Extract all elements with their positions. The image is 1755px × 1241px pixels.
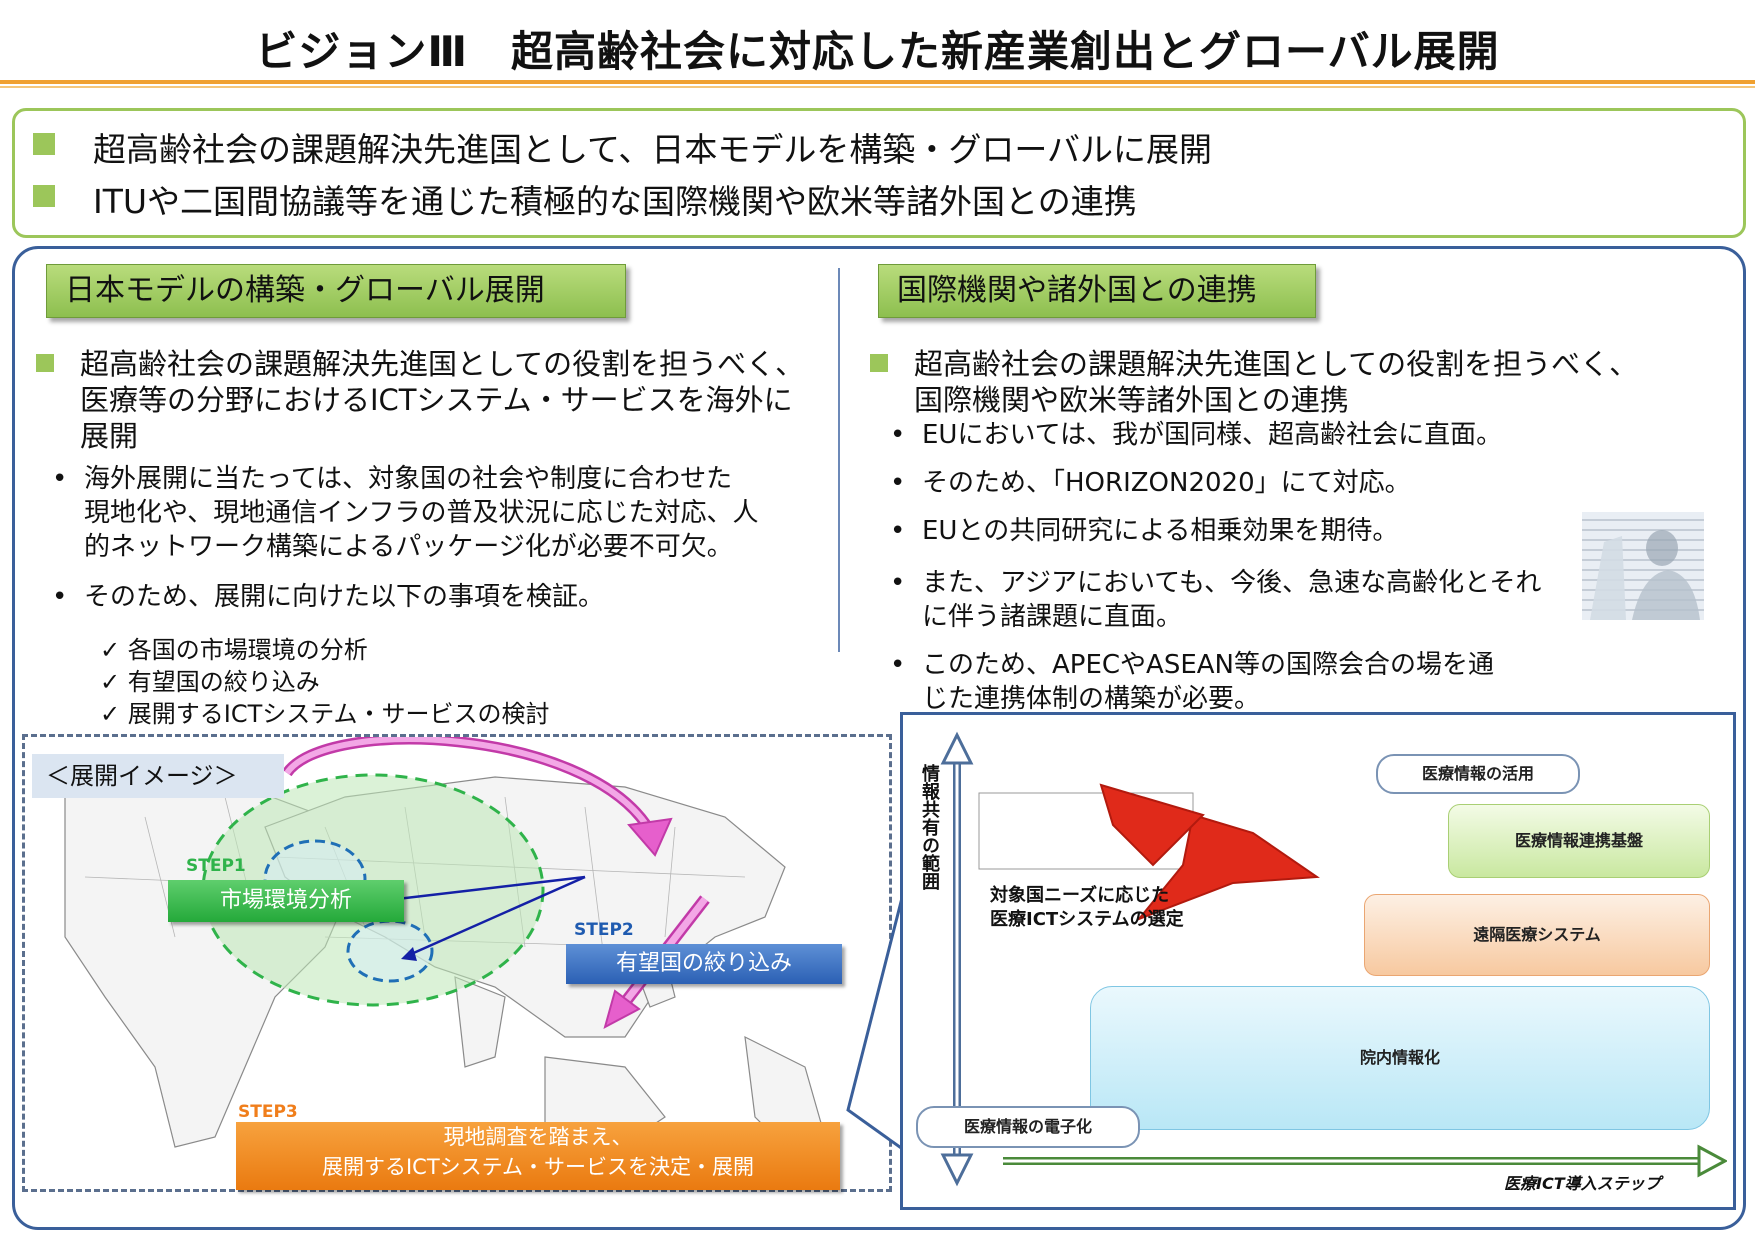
summary-text: 超高齢社会の課題解決先進国として、日本モデルを構築・グローバルに展開 [93, 130, 1213, 169]
text-line: 超高齢社会の課題解決先進国としての役割を担うべく、 [914, 347, 1639, 381]
left-sub-bullet-1: 海外展開に当たっては、対象国の社会や制度に合わせた 現地化や、現地通信インフラの… [52, 462, 759, 564]
check-item: ✓ 展開するICTシステム・サービスの検討 [100, 700, 550, 728]
step2-label: STEP2 [574, 920, 634, 940]
text-line: 展開 [80, 419, 139, 453]
text-line: EUとの共同研究による相乗効果を期待。 [922, 516, 1399, 546]
text-line: EUにおいては、我が国同様、超高齢社会に直面。 [922, 420, 1503, 450]
left-sub-bullet-2: そのため、展開に向けた以下の事項を検証。 [52, 580, 605, 614]
y-axis-label: 情報共有の範囲 [919, 764, 940, 890]
summary-item-2: ITUや二国間協議等を通じた積極的な国際機関や欧米等諸外国との連携 [33, 175, 1137, 223]
square-bullet-icon [36, 354, 54, 372]
right-main-bullet: 超高齢社会の課題解決先進国としての役割を担うべく、 国際機関や欧米等諸外国との連… [870, 346, 1639, 418]
text-line: 医療ICTシステムの選定 [990, 909, 1184, 930]
square-bullet-icon [33, 185, 55, 207]
arrow-caption: 対象国ニーズに応じた 医療ICTシステムの選定 [990, 884, 1184, 932]
hospital-info-box: 院内情報化 [1090, 986, 1710, 1130]
text-line: そのため、展開に向けた以下の事項を検証。 [84, 582, 605, 612]
platform-box: 医療情報連携基盤 [1448, 804, 1710, 878]
text-line: 展開するICTシステム・サービスを決定・展開 [321, 1155, 755, 1179]
step3-box: 現地調査を踏まえ、 展開するICTシステム・サービスを決定・展開 [236, 1122, 840, 1190]
text-line: 的ネットワーク構築によるパッケージ化が必要不可欠。 [84, 532, 733, 562]
right-sub-bullet-1: EUにおいては、我が国同様、超高齢社会に直面。 [890, 418, 1503, 452]
summary-box: 超高齢社会の課題解決先進国として、日本モデルを構築・グローバルに展開 ITUや二… [12, 108, 1746, 238]
step1-label: STEP1 [186, 856, 246, 876]
text-line: に伴う諸課題に直面。 [922, 602, 1183, 632]
text-line: このため、APECやASEAN等の国際会合の場を通 [922, 650, 1495, 680]
text-line: 医療等の分野におけるICTシステム・サービスを海外に [80, 383, 793, 417]
text-line: 対象国ニーズに応じた [990, 885, 1170, 906]
image-section-label: ＜展開イメージ＞ [32, 754, 284, 798]
square-bullet-icon [33, 133, 55, 155]
left-main-bullet: 超高齢社会の課題解決先進国としての役割を担うべく、 医療等の分野におけるICTシ… [36, 346, 805, 454]
digitize-box: 医療情報の電子化 [916, 1106, 1140, 1148]
text-line: 現地化や、現地通信インフラの普及状況に応じた対応、人 [84, 498, 759, 528]
text-line: 超高齢社会の課題解決先進国としての役割を担うべく、 [80, 347, 805, 381]
text-line: 国際機関や欧米等諸外国との連携 [914, 383, 1349, 417]
utilization-box: 医療情報の活用 [1376, 754, 1580, 794]
check-item: ✓ 有望国の絞り込み [100, 668, 320, 696]
right-sub-bullet-4: また、アジアにおいても、今後、急速な高齢化とそれ に伴う諸課題に直面。 [890, 566, 1542, 634]
text-line: じた連携体制の構築が必要。 [922, 684, 1261, 714]
summary-text: ITUや二国間協議等を通じた積極的な国際機関や欧米等諸外国との連携 [93, 182, 1137, 221]
step1-box: 市場環境分析 [168, 880, 404, 922]
step2-box: 有望国の絞り込み [566, 944, 842, 984]
title-rule-secondary [0, 86, 1755, 88]
x-axis-label: 医療ICT導入ステップ [1504, 1174, 1661, 1193]
text-line: また、アジアにおいても、今後、急速な高齢化とそれ [922, 568, 1542, 598]
page-title: ビジョンⅢ 超高齢社会に対応した新産業創出とグローバル展開 [255, 27, 1500, 76]
right-section-header: 国際機関や諸外国との連携 [878, 264, 1316, 318]
title-rule [0, 80, 1755, 84]
right-sub-bullet-5: このため、APECやASEAN等の国際会合の場を通 じた連携体制の構築が必要。 [890, 648, 1495, 716]
left-section-header: 日本モデルの構築・グローバル展開 [46, 264, 626, 318]
right-sub-bullet-2: そのため、「HORIZON2020」にて対応。 [890, 466, 1411, 500]
text-line: 海外展開に当たっては、対象国の社会や制度に合わせた [84, 464, 733, 494]
text-line: そのため、「HORIZON2020」にて対応。 [922, 468, 1411, 498]
decorative-photo [1582, 512, 1704, 620]
column-divider [838, 268, 840, 652]
step3-label: STEP3 [238, 1102, 298, 1122]
callout-wedge [846, 889, 904, 1150]
check-item: ✓ 各国の市場環境の分析 [100, 636, 368, 664]
remote-medicine-box: 遠隔医療システム [1364, 894, 1710, 976]
square-bullet-icon [870, 354, 888, 372]
text-line: 現地調査を踏まえ、 [443, 1125, 633, 1149]
right-sub-bullet-3: EUとの共同研究による相乗効果を期待。 [890, 514, 1399, 548]
summary-item-1: 超高齢社会の課題解決先進国として、日本モデルを構築・グローバルに展開 [33, 123, 1212, 171]
ict-step-diagram [940, 731, 1727, 1187]
